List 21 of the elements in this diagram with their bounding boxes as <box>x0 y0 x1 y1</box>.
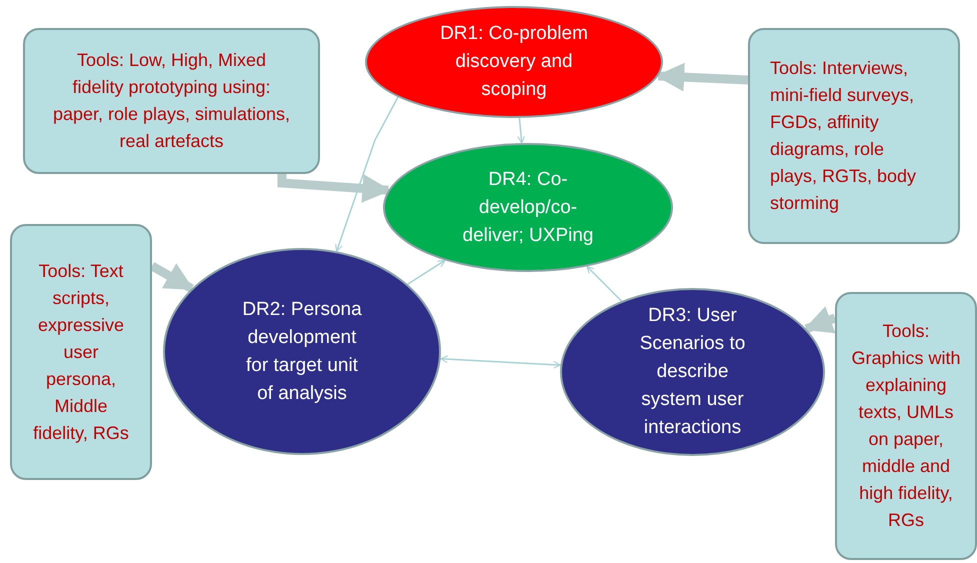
node-label: DR2: Persona development for target unit of analysis <box>241 298 363 406</box>
node-label: DR1: Co-problem discovery and scoping <box>439 22 589 102</box>
block-arrow <box>278 174 392 203</box>
node-label: DR4: Co-develop/co-deliver; UXPing <box>462 168 594 248</box>
tools-box <box>10 224 152 480</box>
tools-text: Tools: Text scripts, expressive user persona, Middle fidelity, RGs <box>32 260 130 445</box>
tools-text: Tools: Low, High, Mixed fidelity prototyping using: paper, role plays, simulations, real artefacts <box>52 49 292 153</box>
tools-text: Tools: Graphics with explaining texts, UMLs on paper, middle and high fidelity, RGs <box>850 320 962 532</box>
tools-text: Tools: Interviews, mini-field surveys, FGDs, affinity diagrams, role plays, RGTs, body storming <box>770 57 918 215</box>
connector-arrow <box>586 266 622 302</box>
block-arrow <box>655 62 748 92</box>
connector-arrow <box>335 96 399 252</box>
node-label: DR3: User Scenarios to describe system user interactions <box>638 304 746 440</box>
block-arrow <box>150 262 194 292</box>
block-arrow <box>804 306 837 334</box>
tools-box <box>23 28 320 174</box>
tools-box <box>835 292 977 560</box>
connector-arrow <box>517 118 526 144</box>
connector-arrow <box>407 260 446 285</box>
tools-box <box>748 28 960 244</box>
connector-arrow <box>440 355 562 369</box>
